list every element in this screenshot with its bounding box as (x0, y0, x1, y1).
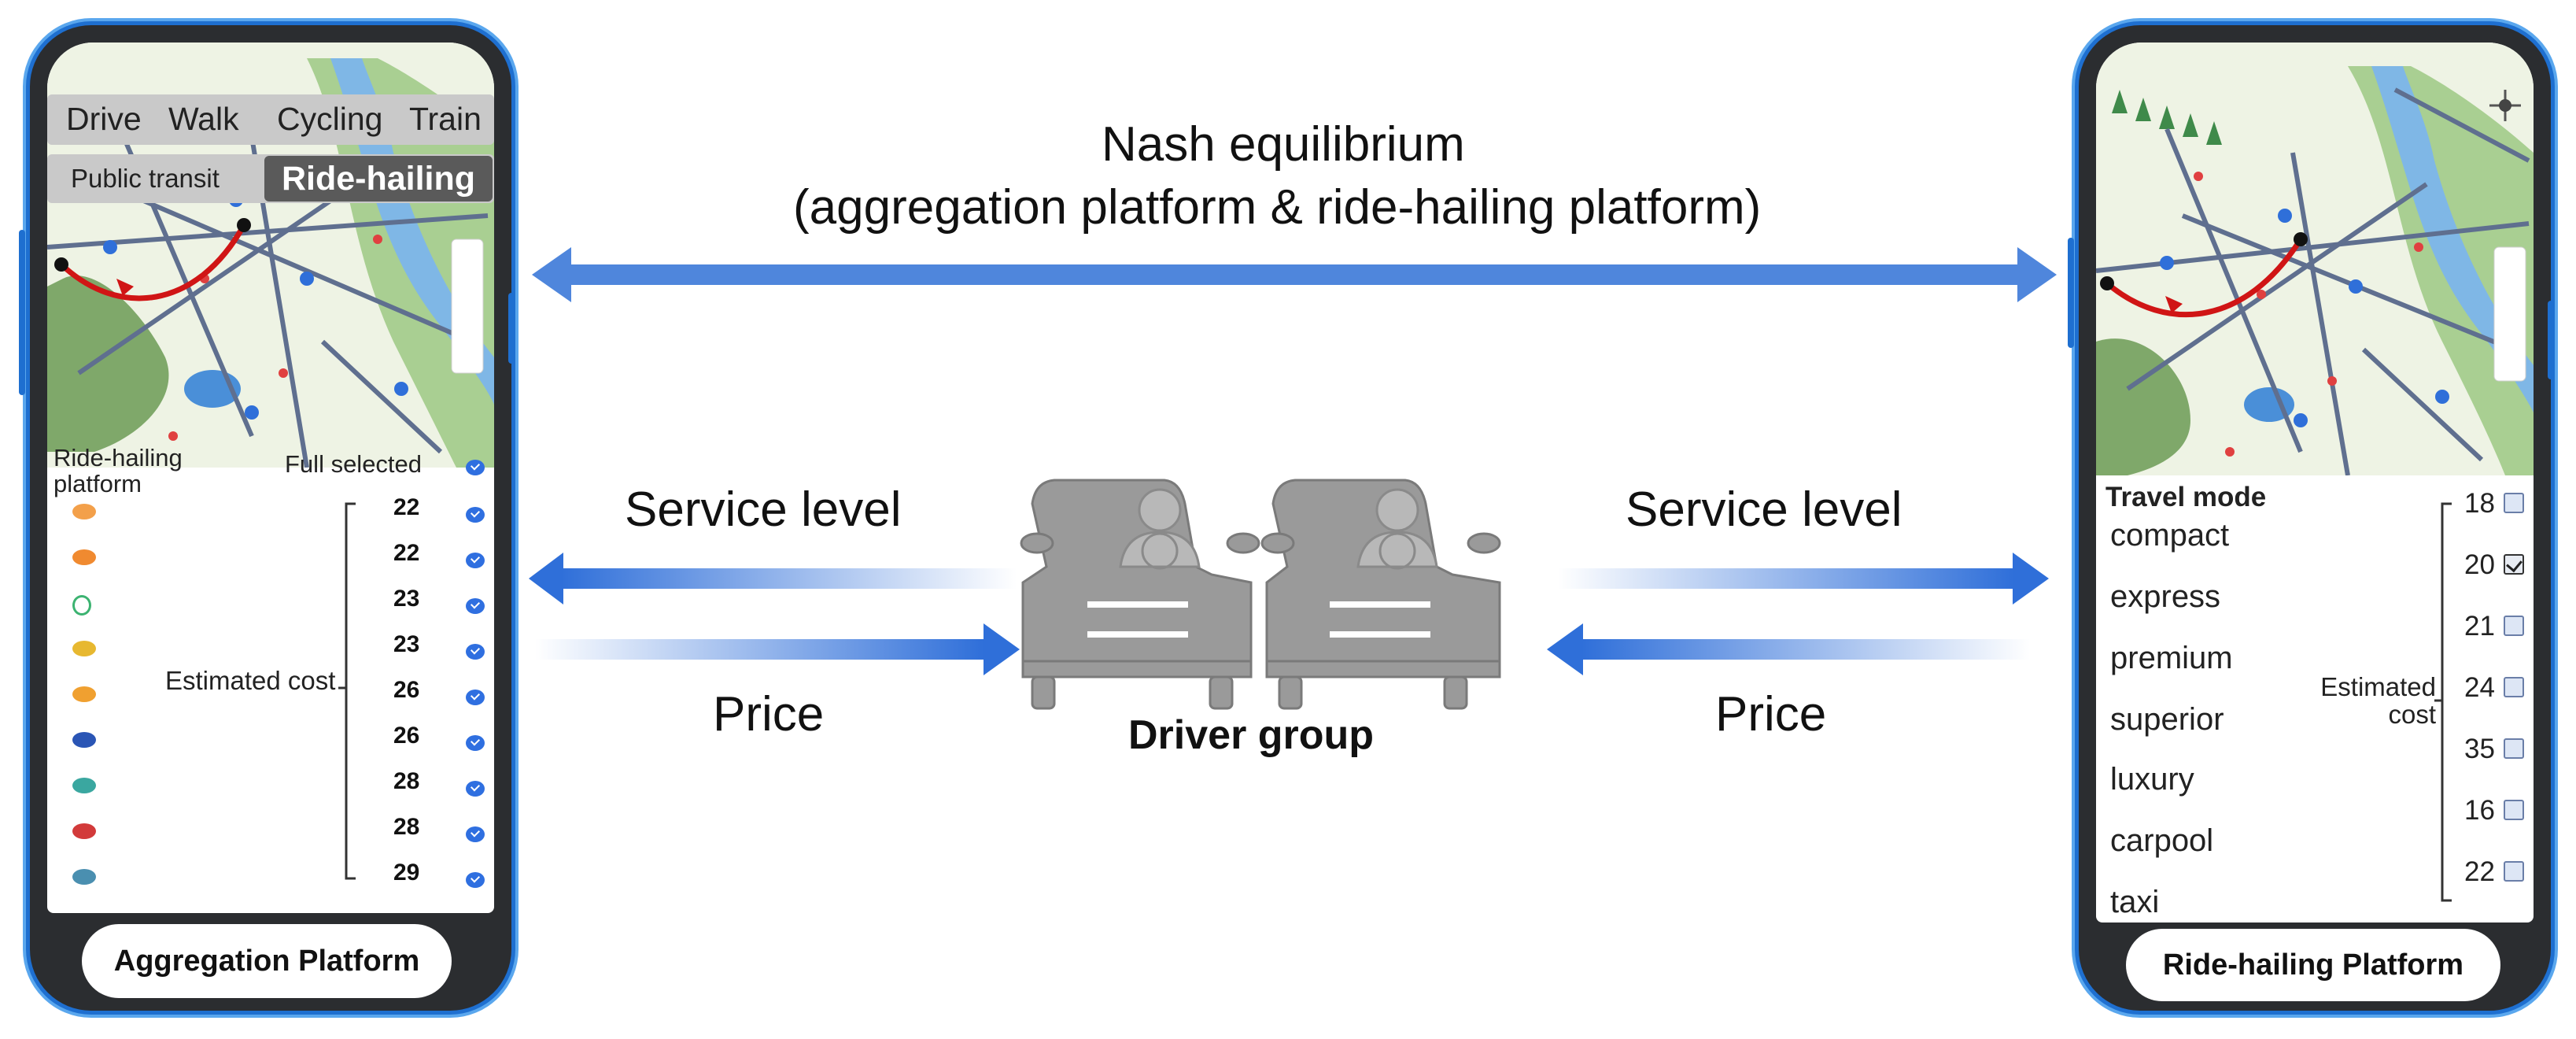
platform-logo (72, 869, 96, 885)
left-price-arrow (535, 623, 1020, 675)
platform-check[interactable] (466, 826, 485, 842)
driver-car-left (1020, 479, 1260, 710)
platform-logo (72, 549, 96, 565)
cost-value: 26 (393, 723, 420, 749)
travel-mode-heading: Travel mode (2105, 482, 2267, 512)
driver-figure-left (1119, 488, 1201, 570)
cost-value: 29 (393, 860, 420, 886)
platform-logo (72, 686, 96, 702)
platform-check[interactable] (466, 507, 485, 523)
platform-check[interactable] (466, 735, 485, 751)
cost-value: 23 (393, 586, 420, 612)
route-map (2096, 43, 2534, 475)
cost-value: 20 (2464, 549, 2495, 580)
side-key (19, 230, 25, 395)
cost-value: 16 (2464, 795, 2495, 826)
mode-public-transit[interactable]: Public transit (71, 164, 220, 193)
left-service-level-label: Service level (625, 483, 902, 537)
estimated-cost-label: Estimated cost (165, 666, 336, 695)
travel-mode-item[interactable]: carpool (2110, 823, 2214, 858)
cost-value: 26 (393, 677, 420, 703)
mode-checkbox[interactable] (2504, 493, 2524, 513)
mode-bar (47, 94, 494, 145)
cost-bracket (338, 502, 356, 880)
driver-group-label: Driver group (1128, 712, 1375, 758)
ride-hailing-phone: Travel mode compact express premium supe… (2068, 25, 2554, 1011)
platform-check[interactable] (466, 690, 485, 705)
travel-mode-item[interactable]: express (2110, 579, 2221, 614)
mode-ride-hailing[interactable]: Ride-hailing (264, 156, 493, 202)
mode-checkbox[interactable] (2504, 616, 2524, 636)
driver-figure-right (1356, 488, 1438, 570)
cost-bracket (2434, 502, 2452, 902)
mode-checkbox[interactable] (2504, 861, 2524, 882)
cost-value: 24 (2464, 672, 2495, 703)
phone-screen: Travel mode compact express premium supe… (2096, 43, 2534, 923)
platform-logo (72, 823, 96, 839)
platform-check[interactable] (466, 598, 485, 614)
nash-subtitle: (aggregation platform & ride-hailing pla… (793, 180, 1762, 235)
full-selected-check[interactable] (466, 460, 485, 475)
mode-train[interactable]: Train (409, 101, 482, 137)
travel-mode-item[interactable]: taxi (2110, 885, 2160, 919)
full-selected-label[interactable]: Full selected (285, 450, 423, 478)
cost-value: 22 (393, 494, 420, 520)
cost-value: 18 (2464, 488, 2495, 519)
driver-car-right (1260, 479, 1501, 710)
travel-mode-item[interactable]: superior (2110, 702, 2224, 737)
cost-value: 22 (2464, 856, 2495, 887)
mode-drive[interactable]: Drive (66, 101, 142, 137)
right-service-arrow (1558, 553, 2049, 605)
cost-value: 22 (393, 540, 420, 566)
phone-screen: Drive Walk Cycling Train Public transit … (47, 43, 494, 913)
right-price-arrow (1547, 623, 2030, 675)
estimated-cost-label: Estimated cost (2320, 672, 2436, 729)
cost-value: 35 (2464, 734, 2495, 764)
nash-double-arrow (532, 247, 2057, 302)
side-key (2548, 301, 2554, 379)
platform-logo (72, 595, 91, 616)
cost-value: 28 (393, 814, 420, 840)
travel-mode-item[interactable]: premium (2110, 641, 2233, 675)
travel-mode-item[interactable]: compact (2110, 518, 2230, 553)
platform-check[interactable] (466, 781, 485, 797)
aggregation-phone: Drive Walk Cycling Train Public transit … (19, 25, 515, 1011)
driver-car-right-details (1330, 601, 1430, 638)
right-price-label: Price (1715, 687, 1827, 741)
platform-check[interactable] (466, 553, 485, 568)
platform-logo (72, 732, 96, 748)
side-key (508, 293, 515, 364)
platform-check[interactable] (466, 644, 485, 660)
cost-value: 28 (393, 768, 420, 794)
travel-mode-item[interactable]: luxury (2110, 762, 2194, 797)
mode-walk[interactable]: Walk (168, 101, 239, 137)
driver-car-left-details (1087, 601, 1188, 638)
platform-check[interactable] (466, 872, 485, 888)
mode-checkbox[interactable] (2504, 800, 2524, 820)
nash-title: Nash equilibrium (1102, 117, 1465, 172)
side-key (2068, 238, 2074, 348)
mode-cycling[interactable]: Cycling (277, 101, 383, 137)
platform-logo (72, 641, 96, 656)
left-price-label: Price (713, 687, 825, 741)
left-service-arrow (529, 553, 1017, 605)
mode-checkbox[interactable] (2504, 677, 2524, 697)
platform-logo (72, 504, 96, 520)
mode-checkbox-checked[interactable] (2504, 554, 2524, 575)
mode-checkbox[interactable] (2504, 738, 2524, 759)
list-header: Ride-hailing platform (54, 444, 183, 497)
right-service-level-label: Service level (1626, 483, 1902, 537)
cost-value: 21 (2464, 611, 2495, 642)
platform-logo (72, 778, 96, 793)
cost-value: 23 (393, 631, 420, 657)
aggregation-platform-button[interactable]: Aggregation Platform (82, 924, 452, 998)
ride-hailing-platform-button[interactable]: Ride-hailing Platform (2126, 929, 2500, 1001)
